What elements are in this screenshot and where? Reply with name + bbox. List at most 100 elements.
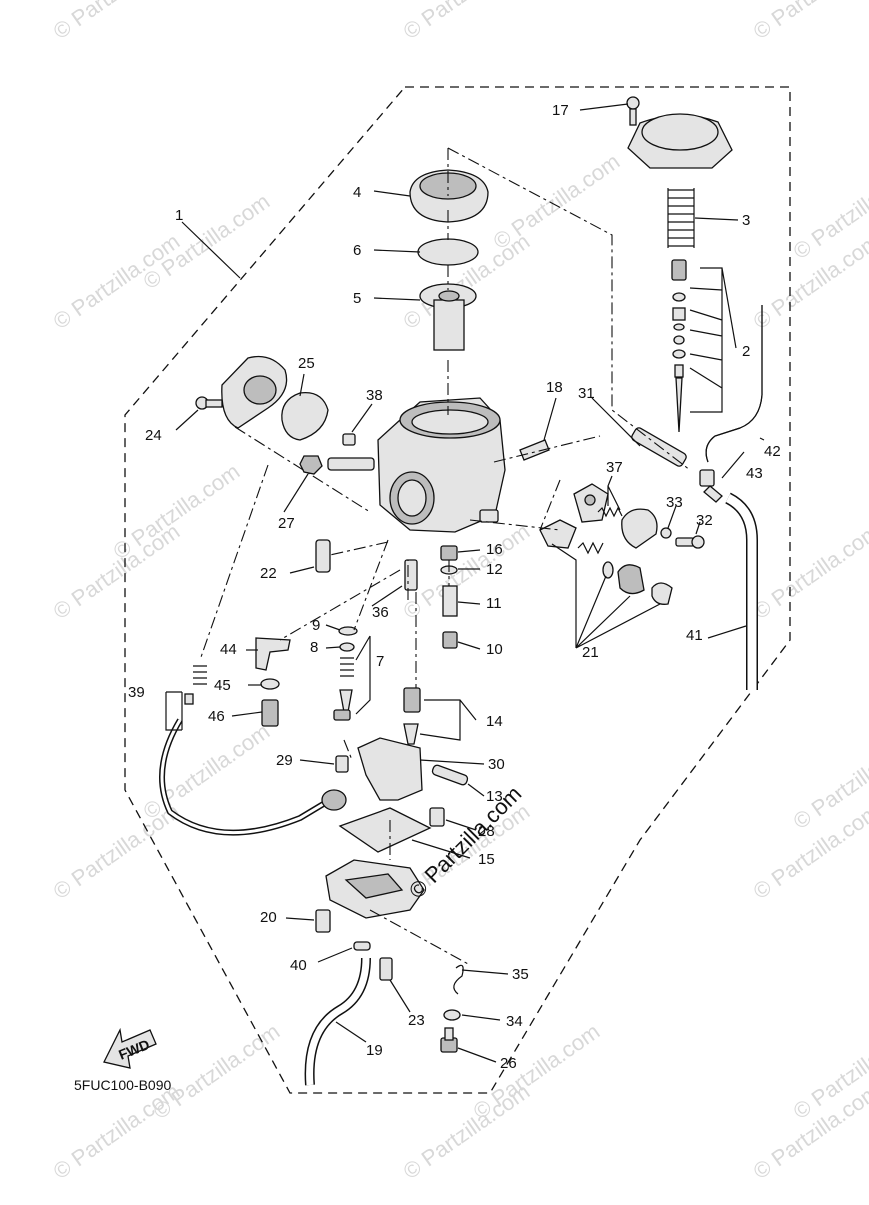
callout-29[interactable]: 29 xyxy=(276,752,293,769)
part-17-screw[interactable] xyxy=(626,96,640,126)
part-16-jet[interactable] xyxy=(440,545,458,561)
part-23-screw[interactable] xyxy=(379,957,393,981)
callout-38[interactable]: 38 xyxy=(366,387,383,404)
part-float-bowl[interactable] xyxy=(325,859,425,919)
callout-22[interactable]: 22 xyxy=(260,565,277,582)
callout-1[interactable]: 1 xyxy=(175,207,183,224)
part-4-diaphragm[interactable] xyxy=(409,169,489,223)
part-42-hose[interactable] xyxy=(705,305,763,463)
part-43-fitting-tip[interactable] xyxy=(703,485,723,503)
callout-30[interactable]: 30 xyxy=(488,756,505,773)
part-8-washer[interactable] xyxy=(339,642,355,652)
callout-43[interactable]: 43 xyxy=(746,465,763,482)
part-37-cover[interactable] xyxy=(573,483,609,523)
callout-36[interactable]: 36 xyxy=(372,604,389,621)
part-32-screw[interactable] xyxy=(675,535,705,549)
callout-2[interactable]: 2 xyxy=(742,343,750,360)
callout-32[interactable]: 32 xyxy=(696,512,713,529)
part-cover[interactable] xyxy=(627,113,733,169)
part-2-needle-set[interactable] xyxy=(671,259,687,433)
callout-4[interactable]: 4 xyxy=(353,184,361,201)
part-24-screw[interactable] xyxy=(195,396,223,410)
callout-45[interactable]: 45 xyxy=(214,677,231,694)
carburetor-body[interactable] xyxy=(327,397,506,533)
part-34-washer[interactable] xyxy=(443,1009,461,1021)
callout-21[interactable]: 21 xyxy=(582,644,599,661)
part-37-housing[interactable] xyxy=(621,508,658,549)
callout-9[interactable]: 9 xyxy=(312,617,320,634)
part-29-screw[interactable] xyxy=(335,755,349,773)
part-19-hose[interactable] xyxy=(304,957,371,1086)
part-25-gasket[interactable] xyxy=(281,391,329,441)
part-3-spring[interactable] xyxy=(667,188,695,248)
callout-37[interactable]: 37 xyxy=(606,459,623,476)
callout-35[interactable]: 35 xyxy=(512,966,529,983)
callout-23[interactable]: 23 xyxy=(408,1012,425,1029)
part-14-float-needle[interactable] xyxy=(403,687,421,745)
callout-34[interactable]: 34 xyxy=(506,1013,523,1030)
part-9-o-ring[interactable] xyxy=(338,626,358,636)
callout-24[interactable]: 24 xyxy=(145,427,162,444)
part-21-spring[interactable] xyxy=(577,541,604,555)
part-7-screw[interactable] xyxy=(333,689,353,721)
callout-11[interactable]: 11 xyxy=(486,595,502,612)
part-18-fitting[interactable] xyxy=(519,439,550,461)
callout-27[interactable]: 27 xyxy=(278,515,295,532)
callout-15[interactable]: 15 xyxy=(478,851,495,868)
part-44-bracket[interactable] xyxy=(255,637,291,671)
callout-28[interactable]: 28 xyxy=(478,823,495,840)
callout-41[interactable]: 41 xyxy=(686,627,703,644)
part-11-needle-jet[interactable] xyxy=(442,585,458,617)
callout-46[interactable]: 46 xyxy=(208,708,225,725)
part-33-washer[interactable] xyxy=(660,527,672,539)
callout-5[interactable]: 5 xyxy=(353,290,361,307)
part-7-spring[interactable] xyxy=(340,657,354,677)
callout-16[interactable]: 16 xyxy=(486,541,503,558)
callout-12[interactable]: 12 xyxy=(486,561,503,578)
callout-40[interactable]: 40 xyxy=(290,957,307,974)
callout-6[interactable]: 6 xyxy=(353,242,361,259)
part-22-jet[interactable] xyxy=(315,539,331,573)
part-10-main-jet[interactable] xyxy=(442,631,458,649)
part-15-gasket[interactable] xyxy=(338,807,432,853)
part-43-fitting[interactable] xyxy=(699,469,715,487)
callout-13[interactable]: 13 xyxy=(486,788,503,805)
part-21-cap[interactable] xyxy=(617,564,645,595)
part-46-switch[interactable] xyxy=(261,699,279,727)
part-40-clamp[interactable] xyxy=(353,941,371,951)
callout-42[interactable]: 42 xyxy=(764,443,781,460)
callout-18[interactable]: 18 xyxy=(546,379,563,396)
part-6-o-ring[interactable] xyxy=(417,238,479,266)
callout-31[interactable]: 31 xyxy=(578,385,595,402)
part-27-nut[interactable] xyxy=(299,455,323,475)
callout-3[interactable]: 3 xyxy=(742,212,750,229)
part-26-screw[interactable] xyxy=(440,1027,458,1053)
callout-14[interactable]: 14 xyxy=(486,713,503,730)
callout-25[interactable]: 25 xyxy=(298,355,315,372)
part-30-float[interactable] xyxy=(357,737,423,801)
part-28-screw[interactable] xyxy=(429,807,445,827)
callout-8[interactable]: 8 xyxy=(310,639,318,656)
part-20-screw[interactable] xyxy=(315,909,331,933)
callout-26[interactable]: 26 xyxy=(500,1055,517,1072)
part-5-piston-valve[interactable] xyxy=(419,283,477,351)
part-45-washer[interactable] xyxy=(260,678,280,690)
callout-33[interactable]: 33 xyxy=(666,494,683,511)
callout-20[interactable]: 20 xyxy=(260,909,277,926)
callout-10[interactable]: 10 xyxy=(486,641,503,658)
part-39-cable[interactable] xyxy=(159,665,347,836)
part-plate[interactable] xyxy=(221,355,288,429)
part-21-end[interactable] xyxy=(651,582,673,605)
callout-19[interactable]: 19 xyxy=(366,1042,383,1059)
callout-7[interactable]: 7 xyxy=(376,653,384,670)
callout-39[interactable]: 39 xyxy=(128,684,145,701)
part-36-jet[interactable] xyxy=(404,559,418,591)
callout-17[interactable]: 17 xyxy=(552,102,569,119)
part-35-clip[interactable] xyxy=(453,964,464,995)
part-21-o-ring[interactable] xyxy=(602,561,614,579)
part-41-hose[interactable] xyxy=(725,492,758,690)
part-38-plug[interactable] xyxy=(342,433,356,446)
callout-44[interactable]: 44 xyxy=(220,641,237,658)
part-13-pin[interactable] xyxy=(431,764,469,786)
part-37-spring[interactable] xyxy=(597,506,623,518)
